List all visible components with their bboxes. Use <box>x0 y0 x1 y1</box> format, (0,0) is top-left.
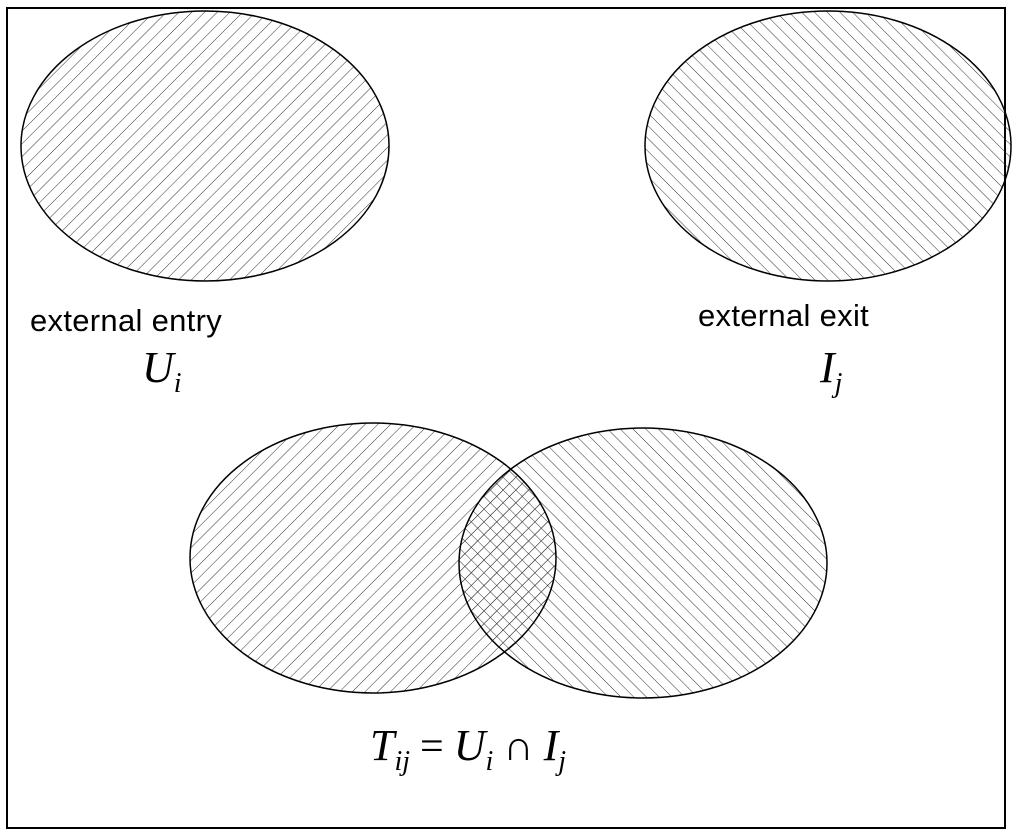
formula-intersect: ∩ <box>503 724 534 770</box>
exit-symbol-letter: I <box>820 343 835 392</box>
formula-equals: = <box>420 724 444 770</box>
formula-i-letter: I <box>543 721 559 770</box>
entry-symbol: Ui <box>142 342 182 400</box>
formula-u-letter: U <box>453 721 486 770</box>
formula-u-subscript: i <box>485 746 494 777</box>
exit-symbol: Ij <box>820 342 842 400</box>
exit-symbol-subscript: j <box>834 368 843 399</box>
entry-set-ellipse <box>20 10 390 282</box>
intersection-entry-ellipse <box>190 423 556 693</box>
intersection-formula: Tij =Ui ∩Ij <box>370 720 566 778</box>
intersection-entry-outline <box>189 422 557 694</box>
formula-lhs-subscript: ij <box>394 746 411 777</box>
intersection-exit-outline <box>458 427 828 699</box>
entry-symbol-letter: U <box>142 343 174 392</box>
diagram-frame <box>6 7 1006 829</box>
intersection-exit-ellipse <box>459 428 827 698</box>
exit-caption: external exit <box>698 298 870 333</box>
formula-lhs-letter: T <box>370 721 395 770</box>
formula-i-subscript: j <box>558 746 567 777</box>
entry-caption: external entry <box>30 303 223 338</box>
exit-set-ellipse <box>644 10 1012 282</box>
entry-symbol-subscript: i <box>173 368 182 399</box>
